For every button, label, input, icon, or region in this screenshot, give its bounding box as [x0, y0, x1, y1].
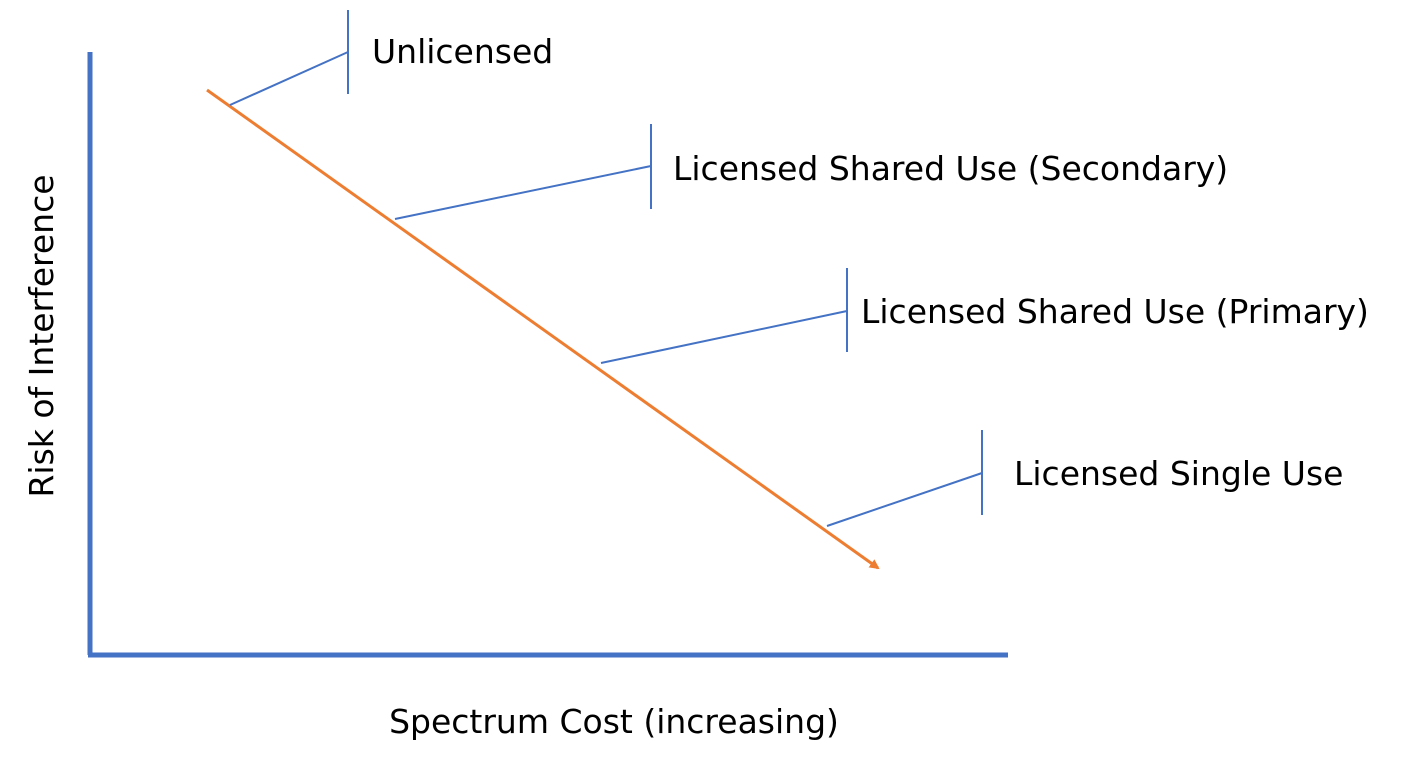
callout-label: Licensed Single Use	[1014, 454, 1343, 493]
callout-label: Unlicensed	[372, 32, 553, 71]
trend-arrow	[206, 88, 880, 570]
x-axis-label: Spectrum Cost (increasing)	[389, 702, 839, 741]
callout-unlicensed: Unlicensed	[229, 10, 553, 106]
callout-licensed-shared-primary: Licensed Shared Use (Primary)	[600, 268, 1369, 364]
callout-leader-line	[394, 165, 652, 220]
callout-leader-line	[826, 472, 983, 527]
y-axis-label: Risk of Interference	[22, 174, 61, 497]
callout-leader-line	[229, 51, 349, 106]
callout-label: Licensed Shared Use (Secondary)	[673, 149, 1228, 188]
callout-licensed-single-use: Licensed Single Use	[826, 430, 1343, 527]
callout-licensed-shared-secondary: Licensed Shared Use (Secondary)	[394, 124, 1228, 220]
callout-leader-line	[600, 310, 848, 364]
callout-label: Licensed Shared Use (Primary)	[861, 292, 1369, 331]
